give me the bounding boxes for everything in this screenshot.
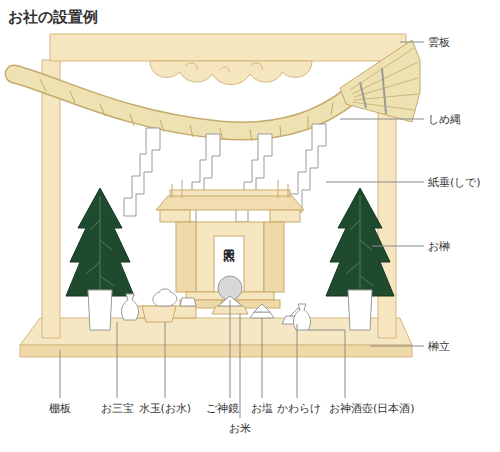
part-label: 紙垂(しで) [428,176,481,189]
part-label: 棚板 [49,402,71,415]
miniature-shrine [156,180,304,308]
offerings [121,289,310,330]
part-label: ご神鏡 [206,402,239,415]
part-label: お塩 [251,402,273,415]
part-label: お三宝 [101,402,134,415]
diagram-title: お社の設置例 [8,8,98,27]
cloud-carving [150,61,312,85]
cloud-detail [185,63,262,72]
left-pillar [42,60,60,338]
part-label: かわらけ [277,402,321,415]
part-label: 水玉(お水) [139,402,192,415]
part-label: 雲板 [428,36,450,49]
part-label: お米 [229,422,251,435]
shide-papers [124,124,326,222]
shelf-front [20,345,412,357]
part-label: お神酒壺(日本酒) [329,402,415,415]
rope-twist [40,79,333,141]
straw-bundle [340,40,420,122]
part-label: お榊 [428,240,450,253]
rope-outline [14,74,350,131]
straw-tie [360,68,386,114]
cloud-board [50,34,406,61]
part-label: しめ縄 [428,113,461,126]
sakaki-right [326,188,394,330]
part-label: 榊立 [428,340,450,353]
leader-lines [60,42,424,418]
rope-body [14,74,350,131]
